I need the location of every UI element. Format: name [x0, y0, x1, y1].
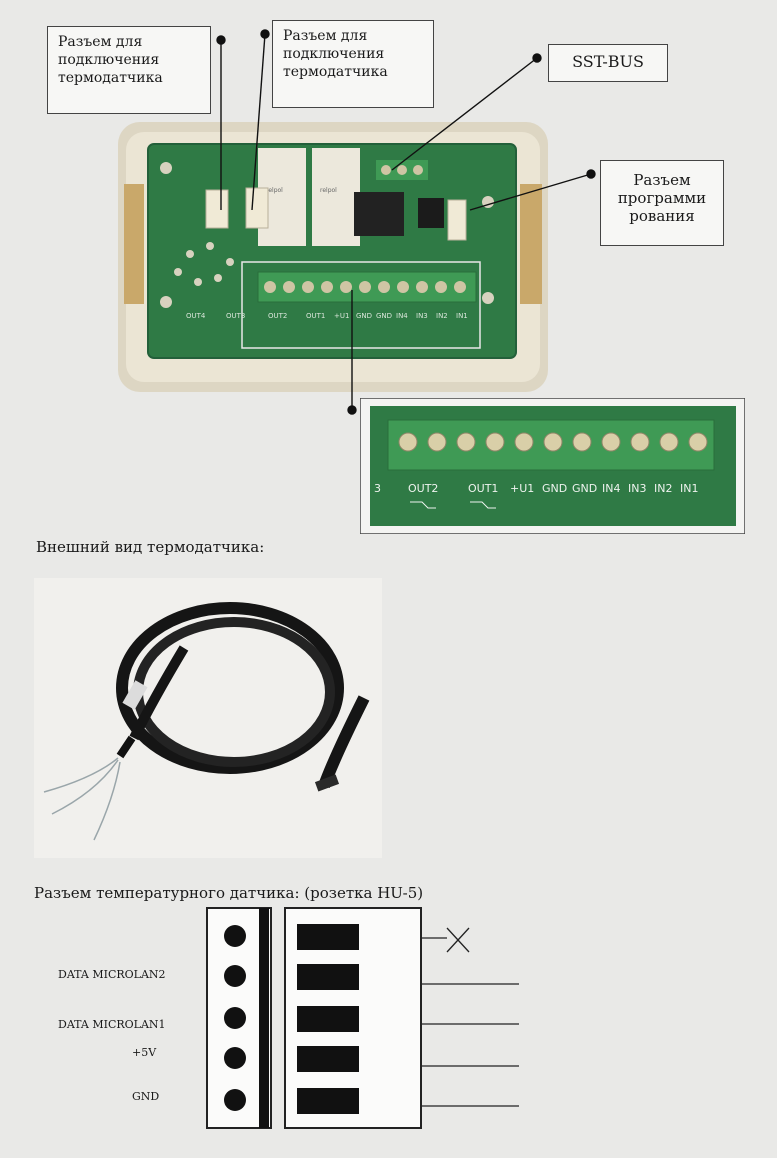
board-terminal-label: IN1: [456, 312, 468, 320]
zoom-terminal-label: GND: [542, 482, 567, 495]
zoom-terminal-label: OUT1: [468, 482, 498, 495]
controller-board-photo: relpol relpol OUT4 OUT3 OUT2 OUT1 +U1 GND…: [118, 122, 548, 392]
zoom-terminal-label: OUT2: [408, 482, 438, 495]
board-terminal-label: OUT1: [306, 312, 325, 320]
hu5-connector-diagram: [206, 907, 519, 1129]
sensor-caption: Внешний вид термодатчика:: [36, 538, 265, 556]
zoom-terminal-label: IN1: [680, 482, 698, 495]
zoom-terminal-label: GND: [572, 482, 597, 495]
svg-text:relpol: relpol: [320, 187, 337, 194]
board-terminal-label: IN3: [416, 312, 428, 320]
board-terminal-label: IN4: [396, 312, 408, 320]
temperature-sensor-photo: [34, 578, 382, 858]
board-terminal-label: OUT2: [268, 312, 287, 320]
callout-text: Разъем для подключения термодатчика: [283, 28, 388, 80]
board-terminal-label: GND: [376, 312, 392, 320]
zoom-terminal-label: +U1: [510, 482, 534, 495]
board-terminal-label: GND: [356, 312, 372, 320]
callout-programming-connector: Разъем программи рования: [600, 160, 724, 246]
callout-sensor-connector-2: Разъем для подключения термодатчика: [272, 20, 434, 108]
zoom-terminal-label: IN2: [654, 482, 672, 495]
zoom-terminal-label: IN4: [602, 482, 620, 495]
callout-text: Разъем программи рования: [617, 171, 707, 225]
board-terminal-label: OUT4: [186, 312, 206, 320]
callout-sensor-connector-1: Разъем для подключения термодатчика: [47, 26, 211, 114]
pin-label: GND: [132, 1090, 160, 1103]
pin-label: DATA MICROLAN1: [58, 1018, 166, 1031]
leader-lines: [216, 29, 596, 415]
callout-text: Разъем для подключения термодатчика: [58, 34, 163, 86]
zoom-terminal-label: IN3: [628, 482, 646, 495]
board-terminal-label: +U1: [334, 312, 349, 320]
pin-label: DATA MICROLAN2: [58, 968, 166, 981]
zoom-terminal-label: 3: [374, 482, 381, 495]
callout-sst-bus: SST-BUS: [548, 44, 668, 82]
board-terminal-label: OUT3: [226, 312, 245, 320]
board-terminal-label: IN2: [436, 312, 448, 320]
pin-label: +5V: [132, 1046, 157, 1059]
terminal-block-zoom: 3 OUT2 OUT1 +U1 GND GND IN4 IN3 IN2 IN1: [360, 398, 745, 534]
callout-text: SST-BUS: [572, 52, 644, 71]
connector-caption: Разъем температурного датчика: (розетка …: [34, 884, 424, 902]
svg-text:relpol: relpol: [266, 187, 283, 194]
